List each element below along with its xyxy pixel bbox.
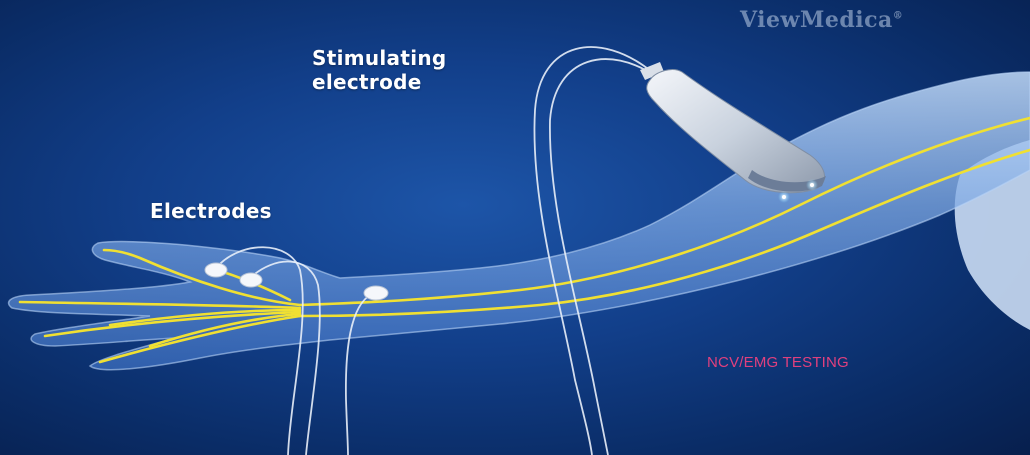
electrode-wires bbox=[215, 46, 656, 455]
stimulating-label-line2: electrode bbox=[312, 70, 422, 94]
stimulating-probe bbox=[640, 62, 826, 203]
recording-electrodes bbox=[204, 262, 389, 301]
viewmedica-watermark: ViewMedica® bbox=[740, 7, 903, 33]
ncv-emg-caption: NCV/EMG TESTING bbox=[707, 354, 849, 371]
stimulating-label-line1: Stimulating bbox=[312, 46, 447, 70]
electrodes-label: Electrodes bbox=[150, 199, 272, 223]
watermark-brand: ViewMedica bbox=[740, 7, 893, 33]
stimulating-electrode-label: Stimulating electrode bbox=[312, 46, 512, 94]
watermark-registered: ® bbox=[892, 10, 904, 22]
